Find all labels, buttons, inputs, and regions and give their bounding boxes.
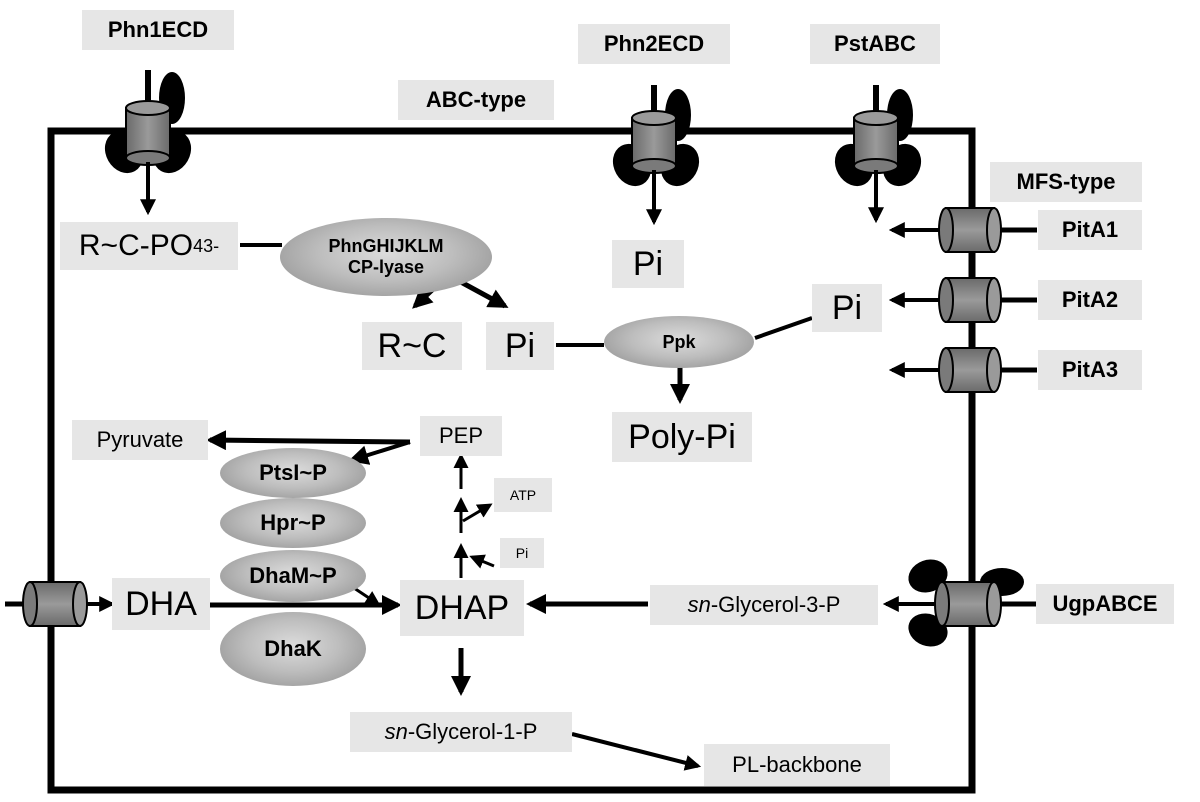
cp-lyase-line1: PhnGHIJKLM (328, 236, 444, 257)
phn1ecd-transporter-icon (104, 70, 192, 216)
dhak-enzyme: DhaK (220, 612, 366, 686)
atp-label: ATP (494, 478, 552, 512)
ugpabce-label: UgpABCE (1036, 584, 1174, 624)
pita1-label: PitA1 (1038, 210, 1142, 250)
pi-top-label: Pi (612, 240, 684, 288)
pi-center-label: Pi (486, 322, 554, 370)
mfs-type-label: MFS-type (990, 162, 1142, 202)
pstabc-label: PstABC (810, 24, 940, 64)
ppk-enzyme: Ppk (604, 316, 754, 368)
g1p-italic: sn (384, 719, 408, 744)
phosphonate-base: R~C-PO (78, 229, 194, 262)
phn2ecd-label: Phn2ECD (578, 24, 730, 64)
g1p-rest: -Glycerol-1-P (407, 719, 538, 744)
ugpabce-transporter-icon (882, 559, 1037, 647)
phn1ecd-label: Phn1ECD (82, 10, 234, 50)
pita1-transporter-icon (888, 207, 1037, 253)
pstabc-transporter-icon (834, 85, 922, 224)
g3p-rest: -Glycerol-3-P (710, 592, 841, 617)
phn2ecd-transporter-icon (612, 85, 700, 226)
hpr-enzyme: Hpr~P (220, 498, 366, 548)
cell-membrane (47, 127, 976, 794)
pita3-label: PitA3 (1038, 350, 1142, 390)
rc-label: R~C (362, 322, 462, 370)
g3p-italic: sn (687, 592, 711, 617)
pita2-label: PitA2 (1038, 280, 1142, 320)
g1p-label: sn-Glycerol-1-P (350, 712, 572, 752)
pita2-transporter-icon (888, 277, 1037, 323)
pita3-transporter-icon (888, 347, 1037, 393)
ptsi-enzyme: PtsI~P (220, 448, 366, 498)
phosphonate-sub: 4 (193, 235, 204, 256)
pep-label: PEP (420, 416, 502, 456)
dham-enzyme: DhaM~P (220, 550, 366, 602)
g3p-label: sn-Glycerol-3-P (650, 585, 878, 625)
pl-backbone-label: PL-backbone (704, 744, 890, 786)
dha-label: DHA (112, 578, 210, 630)
pi-small-label: Pi (500, 538, 544, 568)
polypi-label: Poly-Pi (612, 412, 752, 462)
abc-type-label: ABC-type (398, 80, 554, 120)
pi-right-label: Pi (812, 284, 882, 332)
pyruvate-label: Pyruvate (72, 420, 208, 460)
cp-lyase-line2: CP-lyase (347, 257, 425, 277)
dhap-label: DHAP (400, 580, 524, 636)
phosphonate-sup: 3- (203, 235, 220, 256)
dha-transporter-icon (5, 581, 116, 627)
cp-lyase-enzyme: PhnGHIJKLM CP-lyase (280, 218, 492, 296)
